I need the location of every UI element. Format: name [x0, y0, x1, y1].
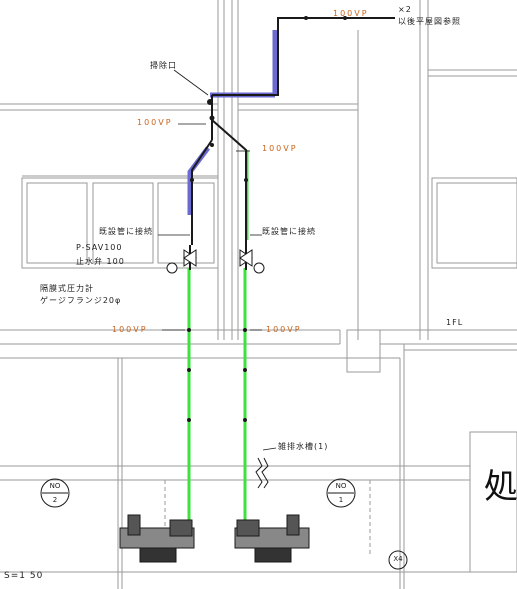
pump-no1-mark: [326, 478, 356, 508]
pump-no2: [119, 514, 195, 563]
pump-no2-label: NO: [49, 482, 61, 490]
valve-right: [239, 249, 265, 274]
inlet-label: 掃除口: [150, 61, 177, 70]
valve-left: [166, 249, 197, 274]
black-pipe: [189, 17, 395, 270]
valve-a-label: P-SAV100: [76, 243, 123, 252]
x4-mark: [388, 550, 408, 570]
gauge-a-label: 隔膜式圧力計: [40, 284, 94, 293]
pipe-mid-left-label: 100VP: [137, 118, 173, 127]
pump-no1-number: 1: [338, 496, 344, 504]
tank-label: 雑排水槽(1): [278, 442, 329, 451]
gauge-b-label: ゲージフランジ20φ: [40, 296, 122, 305]
x4-label: X4: [393, 555, 403, 563]
pipe-top-mult: ×2: [398, 5, 412, 14]
pump-no1: [234, 514, 310, 563]
connect-left-label: 既設管に接続: [99, 227, 153, 236]
pipe-top-label: 100VP: [333, 9, 369, 18]
leader-lines: [158, 69, 277, 451]
scale-label: S=1 50: [4, 571, 44, 581]
treatment-heading: 処: [484, 467, 517, 507]
fitting-dots: [187, 16, 347, 422]
floor-label: 1FL: [446, 318, 464, 327]
pump-no1-label: NO: [335, 482, 347, 490]
pipe-low-left-label: 100VP: [112, 325, 148, 334]
pipe-low-right-label: 100VP: [266, 325, 302, 334]
valve-b-label: 止水弁 100: [76, 257, 125, 266]
break-mark: [255, 457, 269, 489]
pipe-top-dest: 以後平屋図参照: [398, 17, 461, 26]
connect-right-label: 既設管に接続: [262, 227, 316, 236]
pump-no2-number: 2: [52, 496, 58, 504]
pipe-mid-right-label: 100VP: [262, 144, 298, 153]
pump-no2-mark: [40, 478, 70, 508]
